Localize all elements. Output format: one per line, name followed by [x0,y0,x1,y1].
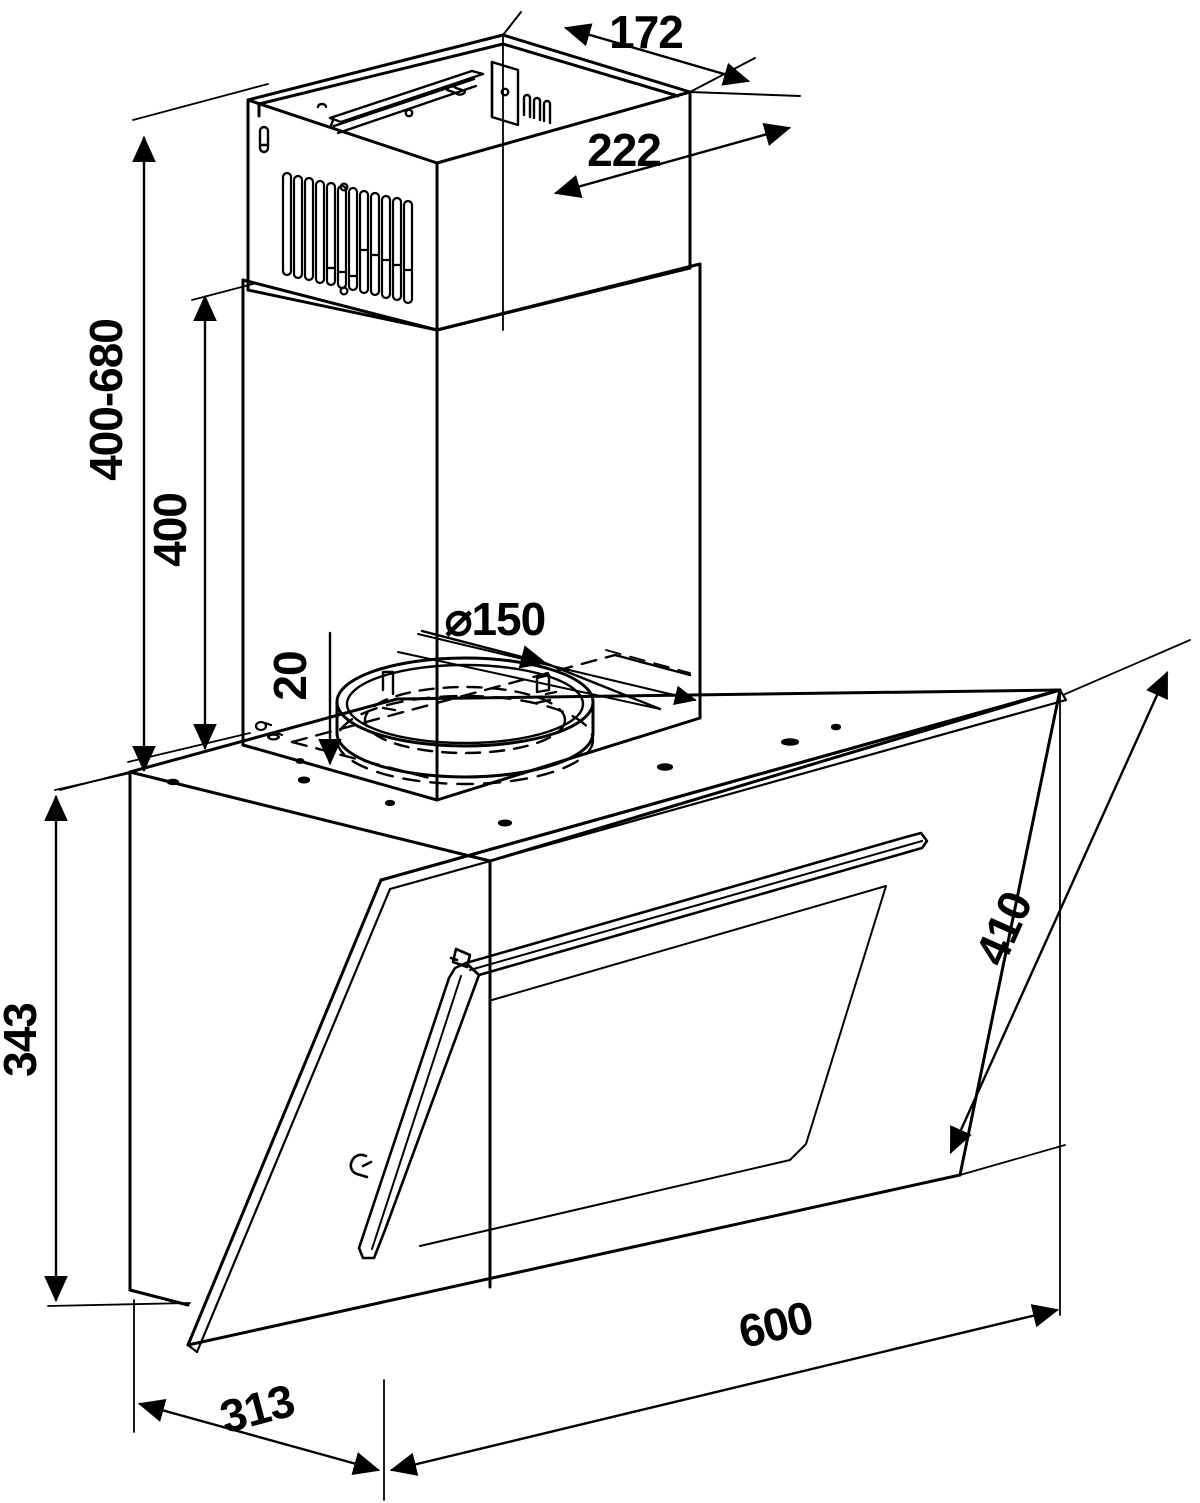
glass-panel-handle-frame [349,831,929,1260]
dim-313-label: 313 [215,1374,300,1443]
dim-343-label: 343 [0,1003,46,1077]
dimension-lines [44,11,1191,1501]
chimney-lower-section [241,262,702,802]
dim-600-label: 600 [734,1291,818,1358]
duct-collar [335,656,595,786]
dim-400-680-label: 400-680 [80,319,132,481]
dim-410-label: 410 [965,884,1043,973]
glass-front-panel [186,688,1068,1354]
chimney-vent-slots [281,171,414,305]
dim-222-label: 222 [587,124,661,176]
dim-172-label: 172 [609,6,683,58]
chimney-inner-tabs [316,93,552,125]
body-top-fixings [166,723,842,827]
dim-20-label: 20 [264,651,316,700]
hood-body-top [128,653,1062,863]
hood-body-left-face [128,770,492,1307]
mounting-rail-bracket [328,60,520,135]
chimney-bottom-fitting [254,720,273,732]
dim-150-label: ⌀150 [445,593,545,645]
dim-400-label: 400 [144,493,196,567]
chimney-indicator-slot [258,125,270,154]
